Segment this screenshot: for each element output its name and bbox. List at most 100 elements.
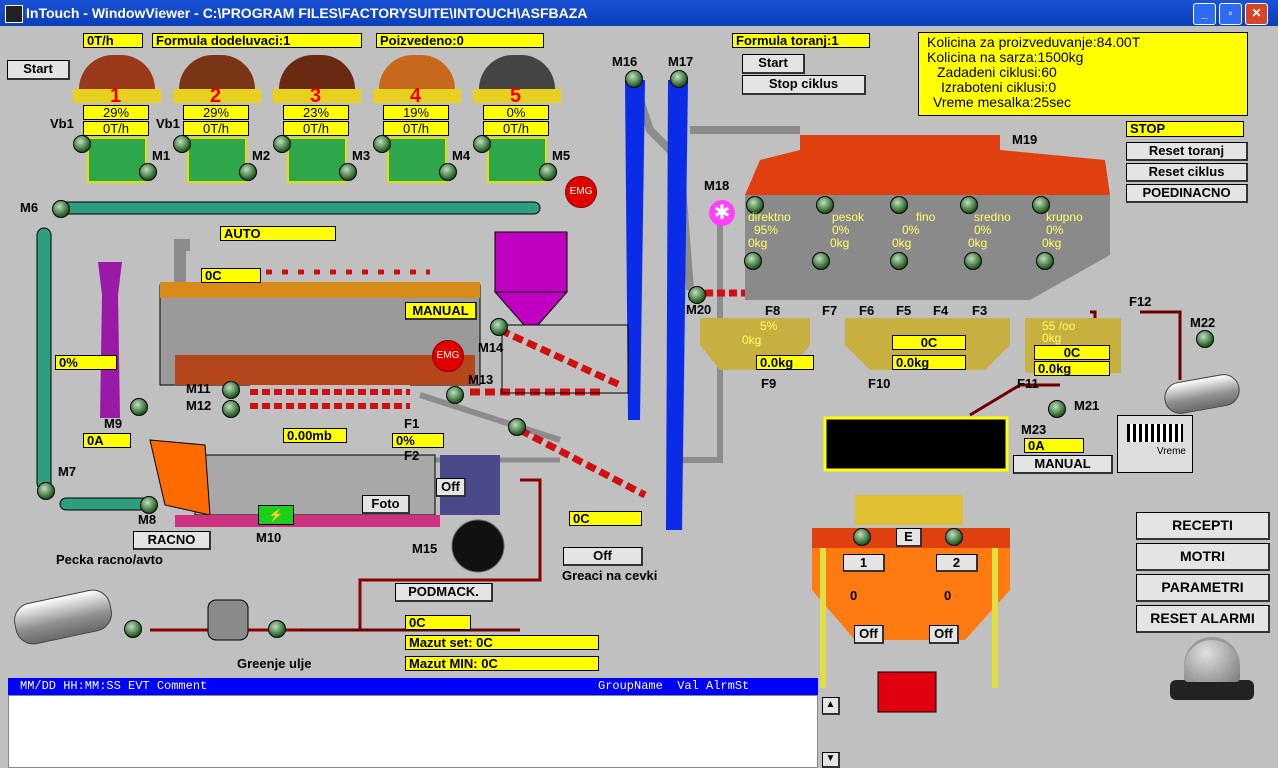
- silo-gate-motor-bottom[interactable]: [1036, 252, 1054, 270]
- oil-pump-2[interactable]: [268, 620, 286, 638]
- burner-off-button[interactable]: Off: [436, 478, 466, 497]
- feeder-frame: [387, 137, 447, 183]
- motor-m20[interactable]: [688, 286, 706, 304]
- motor-m22[interactable]: [1196, 330, 1214, 348]
- pipe-heaters-off-button[interactable]: Off: [563, 547, 643, 566]
- silo-1-off-button[interactable]: Off: [854, 625, 884, 644]
- motor-m7[interactable]: [37, 482, 55, 500]
- scroll-down-button[interactable]: ▼: [822, 752, 840, 768]
- minimize-button[interactable]: _: [1193, 3, 1216, 25]
- bin-number: 4: [410, 85, 422, 107]
- racno-button[interactable]: RACNO: [133, 531, 211, 550]
- formula-dosing-display: Formula dodeluvaci:1: [152, 33, 362, 48]
- motor-m11[interactable]: [222, 381, 240, 399]
- close-button[interactable]: ✕: [1245, 3, 1268, 25]
- info-done-cycles: Izraboteni ciklusi:0: [941, 79, 1057, 95]
- bitumen-temp-display: 0C: [1034, 345, 1110, 360]
- silo-e-button[interactable]: E: [896, 528, 922, 547]
- recipes-button[interactable]: RECEPTI: [1136, 512, 1270, 540]
- start-dosing-button[interactable]: Start: [7, 60, 70, 80]
- feeder-motor-m4[interactable]: [439, 163, 457, 181]
- production-info-panel: Kolicina za proizveduvanje:84.00T Kolici…: [918, 32, 1248, 116]
- parameters-button[interactable]: PARAMETRI: [1136, 574, 1270, 602]
- oil-temp-display: 0C: [405, 615, 471, 630]
- emg-stop-1[interactable]: EMG: [565, 176, 597, 208]
- motor-m14[interactable]: [490, 318, 508, 336]
- motor-m8[interactable]: [140, 496, 158, 514]
- burner-status-indicator: ⚡: [258, 505, 294, 525]
- bin-rate: 0T/h: [283, 121, 349, 136]
- silo-2-off-button[interactable]: Off: [929, 625, 959, 644]
- silo-gate-motor-top[interactable]: [816, 196, 834, 214]
- silo-gate-motor-top[interactable]: [746, 196, 764, 214]
- oil-pump-1[interactable]: [124, 620, 142, 638]
- emg-stop-2[interactable]: EMG: [432, 340, 464, 372]
- formula-tower-display: Formula toranj:1: [732, 33, 870, 48]
- storage-gate-motor-1[interactable]: [853, 528, 871, 546]
- auto-mode-display: AUTO: [220, 226, 336, 241]
- silo-gate-motor-bottom[interactable]: [964, 252, 982, 270]
- vb1-label: Vb1: [50, 116, 74, 131]
- silo-1-button[interactable]: 1: [843, 554, 885, 572]
- silo-2-button[interactable]: 2: [936, 554, 978, 572]
- bin-material: [479, 55, 555, 89]
- hot-silos: direktno 95% 0kg pesok 0% 0kg fino 0% 0k…: [744, 196, 1108, 271]
- silo-gate-motor-bottom[interactable]: [744, 252, 762, 270]
- podmack-button[interactable]: PODMACK.: [395, 583, 493, 602]
- maximize-button[interactable]: ▫: [1219, 3, 1242, 25]
- start-tower-button[interactable]: Start: [742, 54, 805, 74]
- f12-label: F12: [1129, 294, 1152, 309]
- motor-m9[interactable]: [130, 398, 148, 416]
- f7-label: F7: [822, 303, 838, 318]
- fan-m18-icon[interactable]: ✱: [709, 200, 735, 226]
- motor-m6[interactable]: [52, 200, 70, 218]
- alarm-list[interactable]: [8, 695, 818, 768]
- motor-m14b[interactable]: [508, 418, 526, 436]
- motor-m16[interactable]: [625, 70, 643, 88]
- silo-kg: 0kg: [830, 236, 850, 250]
- bin-number: 2: [210, 85, 222, 107]
- storage-gate-motor-2[interactable]: [945, 528, 963, 546]
- bin-rate: 0T/h: [383, 121, 449, 136]
- m14-label: M14: [478, 340, 504, 355]
- motors-button[interactable]: MOTRI: [1136, 543, 1270, 571]
- motor-m17[interactable]: [670, 70, 688, 88]
- feeder-motor-m3[interactable]: [339, 163, 357, 181]
- vibrator-motor[interactable]: [473, 135, 491, 153]
- silo-gate-motor-top[interactable]: [890, 196, 908, 214]
- silo-gate-motor-bottom[interactable]: [812, 252, 830, 270]
- f9-kg: 0kg: [742, 333, 762, 347]
- motor-m12[interactable]: [222, 400, 240, 418]
- bin-material: [79, 55, 155, 89]
- silo-gate-motor-top[interactable]: [960, 196, 978, 214]
- vibrator-motor[interactable]: [73, 135, 91, 153]
- vibrator-motor[interactable]: [373, 135, 391, 153]
- mixer-manual-button[interactable]: MANUAL: [1013, 455, 1113, 474]
- reset-alarms-button[interactable]: RESET ALARMI: [1136, 605, 1270, 633]
- feeder-motor-m5[interactable]: [539, 163, 557, 181]
- feeder-motor-m1[interactable]: [139, 163, 157, 181]
- bin-material: [179, 55, 255, 89]
- reset-cycle-button[interactable]: Reset ciklus: [1126, 163, 1248, 182]
- silo-kg: 0kg: [748, 236, 768, 250]
- m9-label: M9: [104, 416, 123, 431]
- vibrator-motor[interactable]: [273, 135, 291, 153]
- filter-manual-button[interactable]: MANUAL: [405, 302, 477, 320]
- alarm-header-right: GroupName Val AlrmSt: [598, 679, 750, 693]
- silo-gate-motor-bottom[interactable]: [890, 252, 908, 270]
- m8-label: M8: [138, 512, 157, 527]
- feeder-motor-m2[interactable]: [239, 163, 257, 181]
- m16-label: M16: [612, 54, 638, 69]
- single-mode-button[interactable]: POEDINACNO: [1126, 184, 1248, 203]
- silo-pct: 0%: [902, 223, 920, 237]
- scroll-up-button[interactable]: ▲: [822, 697, 840, 715]
- reset-tower-button[interactable]: Reset toranj: [1126, 142, 1248, 161]
- silo-gate-motor-top[interactable]: [1032, 196, 1050, 214]
- stop-cycle-button[interactable]: Stop ciklus: [742, 75, 866, 95]
- vibrator-motor[interactable]: [173, 135, 191, 153]
- motor-m13[interactable]: [446, 386, 464, 404]
- motor-m21[interactable]: [1048, 400, 1066, 418]
- foto-button[interactable]: Foto: [362, 495, 410, 514]
- alarm-header-left: MM/DD HH:MM:SS EVT Comment: [20, 679, 208, 693]
- silo-pct: 0%: [1046, 223, 1064, 237]
